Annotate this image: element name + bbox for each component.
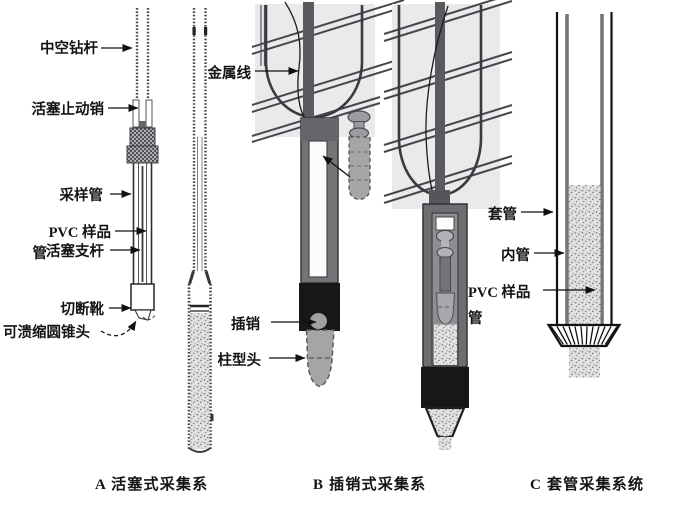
label-piston-stop-pin: 活塞止动销: [32, 100, 105, 118]
metal-wire-line-2: [425, 5, 449, 203]
caption-c: C 套管采集系统: [530, 475, 644, 493]
leader-arrows: [100, 44, 596, 362]
label-pvc-sample-tube-line2: 管: [33, 244, 48, 262]
label-pvc-sample-tube-line1: PVC 样品: [49, 223, 111, 241]
diagram-b-borehole-panel-2: [383, 0, 513, 209]
diagram-b-pin-object: [347, 110, 371, 201]
diagram-b-sampler-1: [299, 117, 340, 388]
label-pin: 插销: [231, 315, 260, 333]
label-sampling-tube: 采样管: [59, 186, 104, 204]
label-piston-support-rod: 活塞支杆: [46, 242, 104, 260]
diagram-b-sampler-2: [421, 190, 469, 451]
label-hollow-drill-rod: 中空钻杆: [40, 39, 98, 57]
label-casing: 套管: [487, 205, 517, 223]
label-metal-wire: 金属线: [207, 64, 252, 82]
diagram-c-casing-assembly: [546, 12, 622, 378]
metal-wire-line-1: [284, 1, 307, 121]
diagram-a-sampler-assembly: [187, 8, 214, 453]
core-catcher-fan: [550, 326, 618, 345]
label-pvc-sample-tube-c-line1: PVC 样品: [468, 283, 530, 301]
label-column-head: 柱型头: [218, 351, 262, 369]
caption-b: B 插销式采集系: [313, 475, 426, 493]
label-cutting-shoe: 切断靴: [61, 300, 105, 318]
label-inner-tube: 内管: [501, 246, 530, 264]
captions: A 活塞式采集系 B 插销式采集系 C 套管采集系统: [95, 475, 644, 493]
label-pvc-sample-tube-c-line2: 管: [468, 309, 483, 327]
pin-insertion-arrow: [322, 155, 351, 178]
diagram-a-drill-rod-assembly: [126, 8, 159, 321]
labels: 中空钻杆 活塞止动销 采样管 PVC 样品 管 活塞支杆 切断靴 可溃缩圆锥头 …: [3, 39, 530, 369]
label-collapsible-cone-head: 可溃缩圆锥头: [3, 323, 90, 341]
strata-lines-2: [383, 0, 513, 204]
caption-a: A 活塞式采集系: [95, 475, 208, 493]
